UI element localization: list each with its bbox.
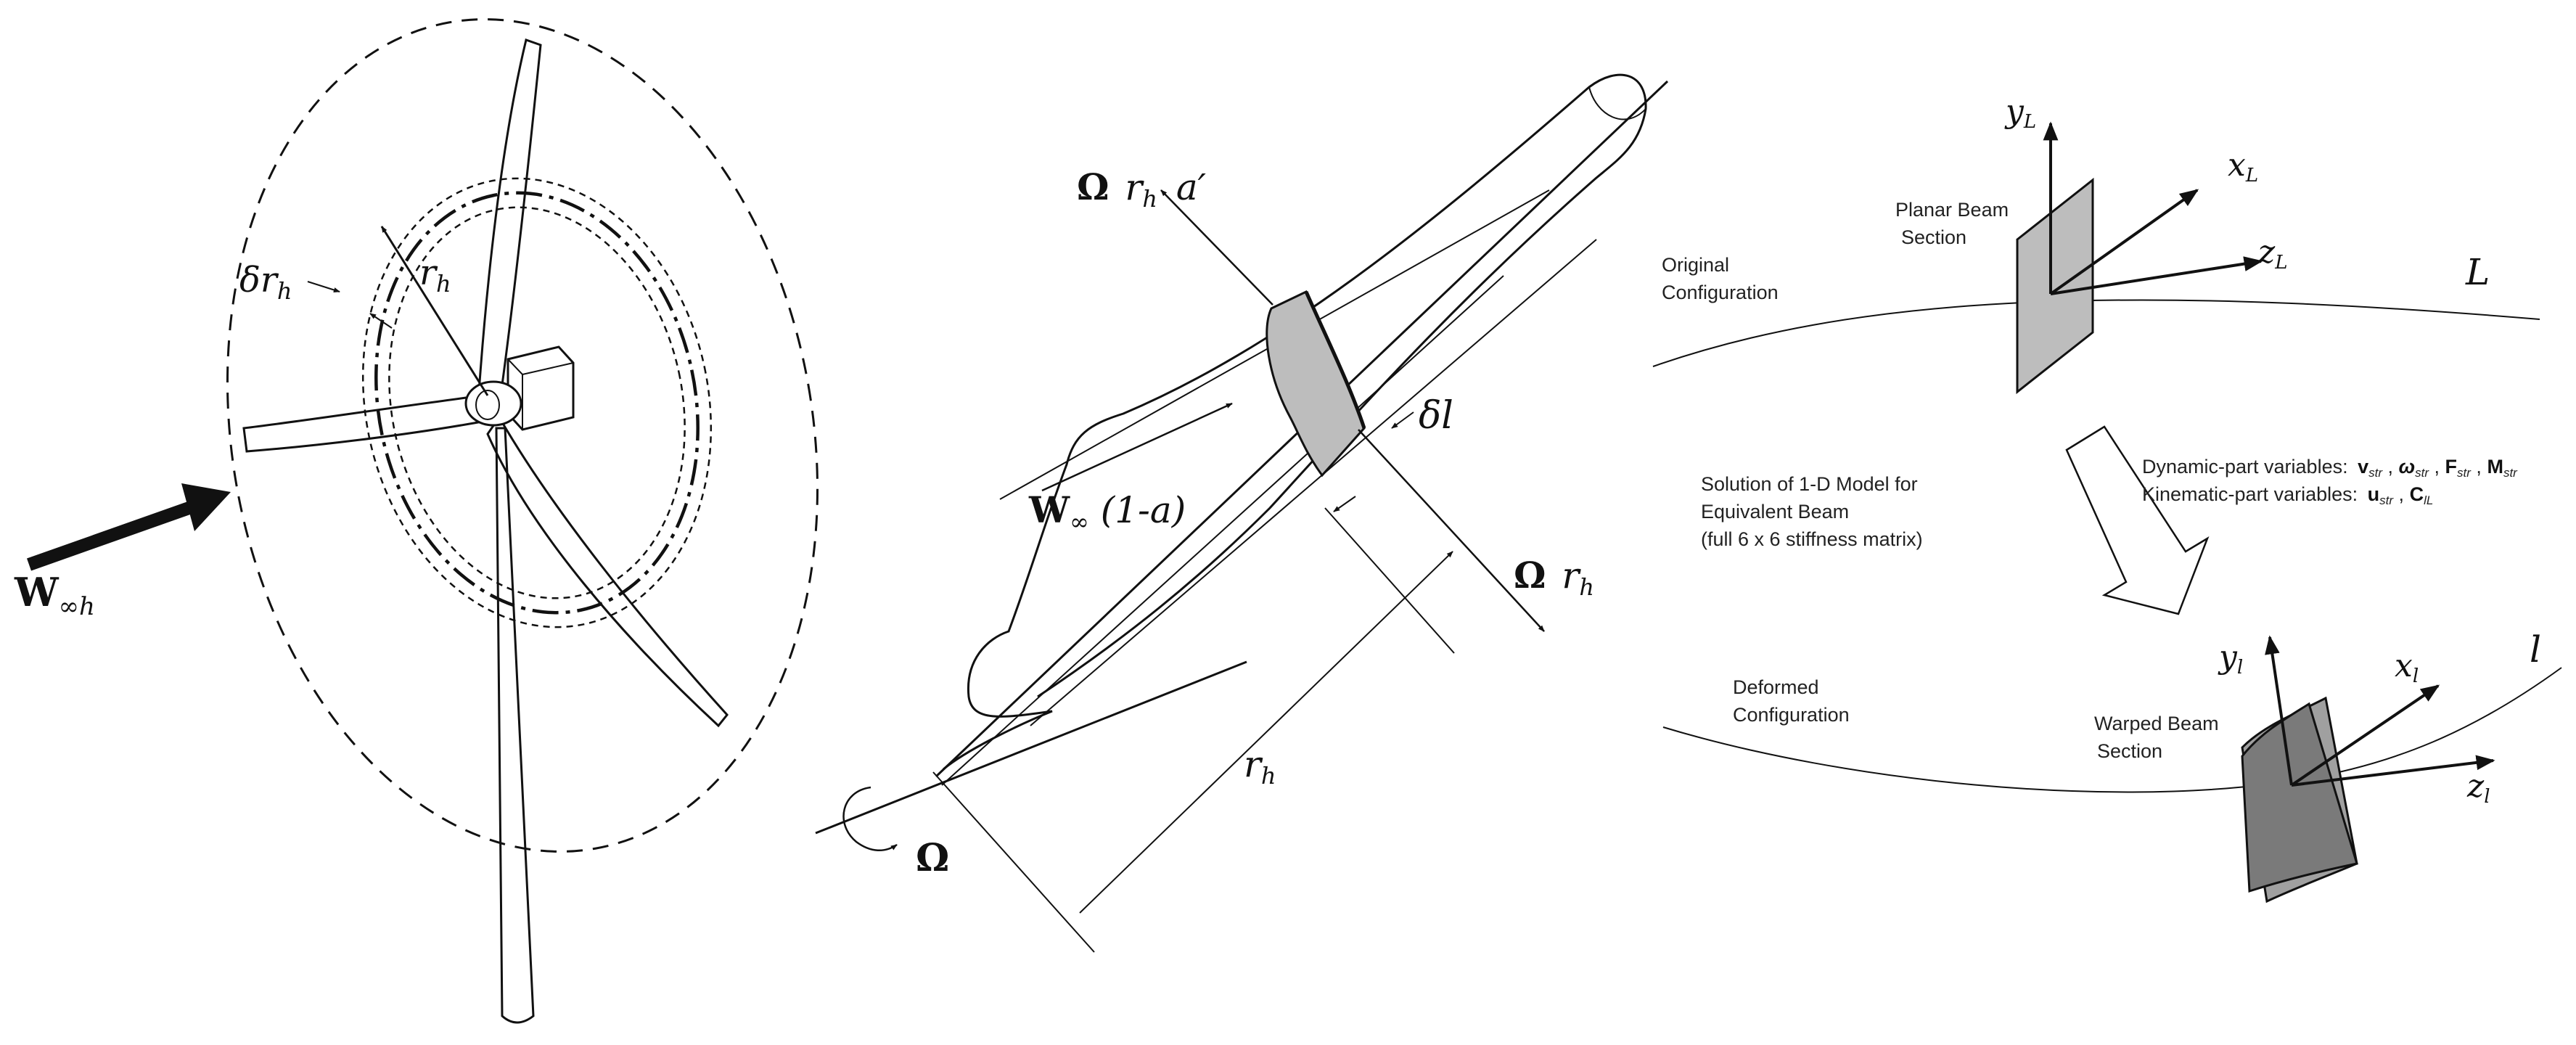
xl-axis [2290, 684, 2440, 787]
zL-label: zL [2257, 234, 2287, 274]
tangential-velocity-label: Ω rh a′ [1077, 165, 1207, 216]
dynamic-variables-text: Dynamic-part variables: vstr , ωstr , Fs… [2142, 456, 2518, 481]
kinematic-variables-text: Kinematic-part variables: ustr , ClL [2142, 483, 2433, 509]
blade-reference-line-1 [941, 275, 1504, 786]
tower [495, 427, 535, 1024]
zl-label: zl [2466, 768, 2490, 808]
rotation-axis [815, 660, 1247, 835]
rotation-direction-arrow [842, 786, 898, 852]
element-width-arrow-top [1391, 411, 1414, 429]
planar-section-label: Planar Beam Section [1895, 199, 2014, 248]
zL-axis [2050, 256, 2263, 295]
radius-dimension-label: rh [1244, 743, 1276, 790]
rotor-radius-arrow [380, 226, 489, 396]
original-beam-axis [1652, 299, 2540, 367]
l-label: l [2530, 628, 2541, 671]
annulus-width-label: δrh [239, 260, 292, 305]
blade-upper [477, 38, 542, 397]
rotor-panel: rh δrh W∞h [14, 18, 819, 1024]
radius-dimension-arrow [1079, 551, 1453, 914]
xl-label: xl [2395, 647, 2419, 687]
axial-velocity-arrow [1041, 402, 1233, 492]
transformation-arrow [2065, 425, 2210, 615]
xL-label: xL [2228, 147, 2258, 187]
rotation-speed-label: Ω [916, 836, 949, 880]
annulus-inner-circle [388, 206, 686, 599]
yl-label: yl [2218, 639, 2243, 679]
rotational-velocity-label: Ω rh [1514, 554, 1594, 601]
deformed-beam-axis [1662, 667, 2562, 793]
annulus-mid-circle [374, 191, 700, 615]
annulus-outer-circle [361, 177, 713, 628]
freestream-wind-arrow [26, 491, 221, 571]
blade-left [242, 394, 488, 453]
annulus-width-arrow-inner [369, 313, 393, 329]
original-configuration-label: Original Configuration [1662, 254, 1779, 303]
yl-axis [2265, 635, 2293, 786]
rotational-velocity-arrow [1358, 429, 1545, 632]
L-label: L [2465, 251, 2490, 293]
zl-axis [2291, 755, 2495, 787]
beam-panel: yL xL zL L Planar Beam Section Original … [1652, 93, 2562, 903]
warped-beam-section [2241, 702, 2358, 893]
element-width-arrow-bottom [1333, 496, 1356, 512]
warped-section-label: Warped Beam Section [2094, 713, 2224, 762]
blade-reference-line-3 [1030, 239, 1597, 726]
element-width-label: δl [1419, 394, 1453, 438]
annulus-width-arrow-outer [307, 281, 340, 292]
radius-extension-line-2 [1324, 507, 1455, 654]
xL-axis [2049, 189, 2199, 295]
blade-lower [486, 415, 729, 728]
planar-beam-section [2016, 177, 2094, 395]
nacelle [506, 345, 575, 431]
blade-element-panel: Ω rh a′ W∞ (1-a) δl Ω rh rh Ω [815, 73, 1669, 953]
axial-velocity-label: W∞ (1-a) [1028, 488, 1186, 538]
deformed-configuration-label: Deformed Configuration [1733, 676, 1850, 726]
rotor-radius-label: rh [419, 253, 451, 298]
solution-text: Solution of 1-D Model for Equivalent Bea… [1701, 473, 1923, 550]
freestream-wind-label: W∞h [14, 569, 95, 621]
radius-extension-line-1 [932, 771, 1095, 953]
yL-label: yL [2004, 93, 2036, 133]
outer-streamtube-circle [226, 18, 819, 853]
tangential-velocity-arrow [1160, 189, 1273, 306]
